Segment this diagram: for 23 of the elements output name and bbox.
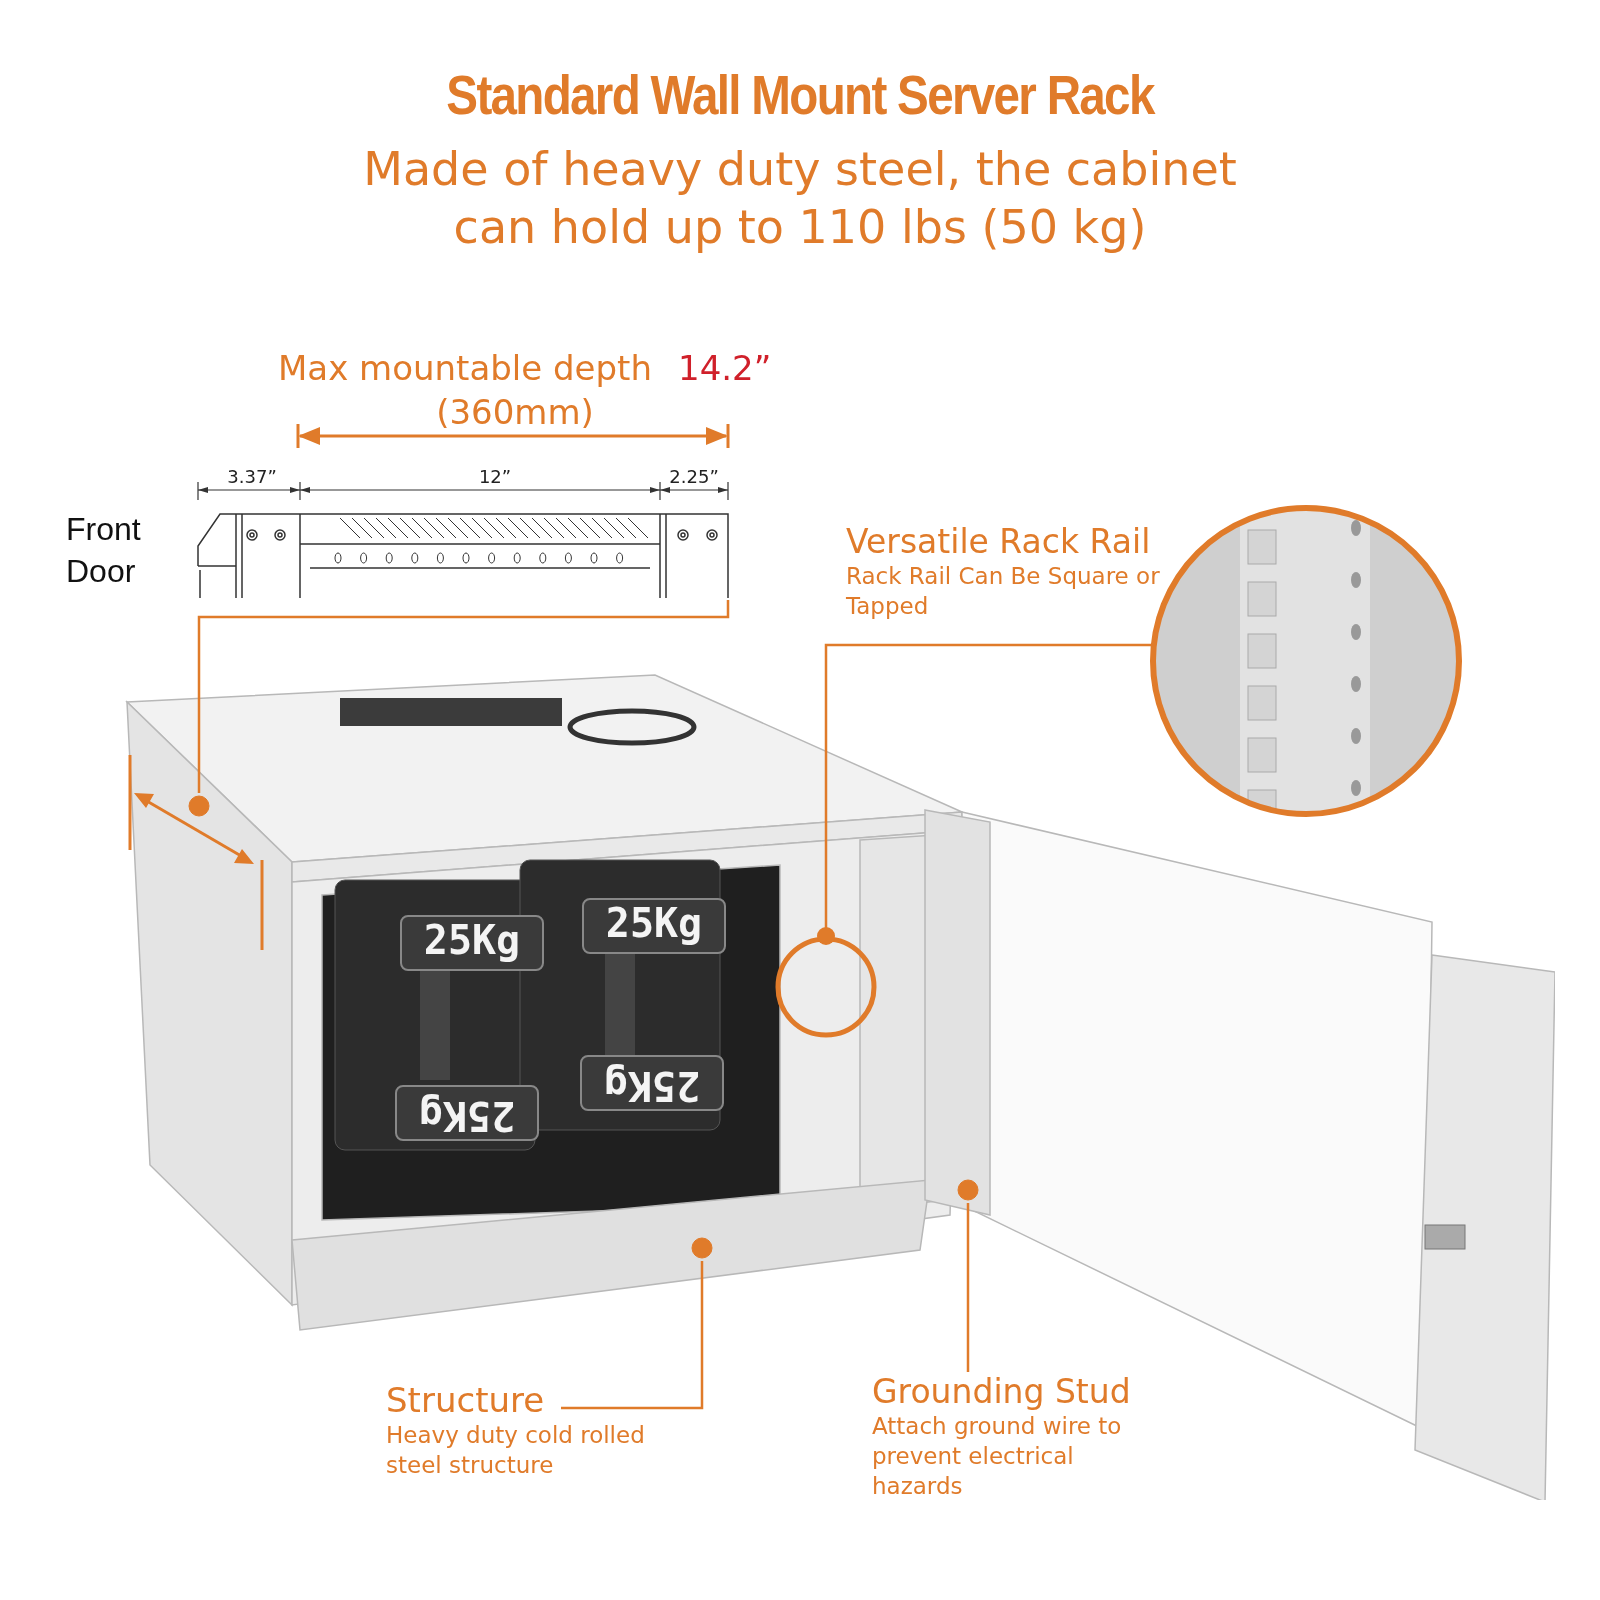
weight-marking: 25Kg: [580, 1055, 724, 1111]
callout-description: Attach ground wire to prevent electrical hazards: [872, 1412, 1123, 1501]
dimension-label: Max mountable depth: [278, 348, 652, 388]
subtitle: Made of heavy duty steel, the cabinet can hold up to 110 lbs (50 kg): [362, 141, 1238, 256]
weight-marking: 25Kg: [395, 1085, 539, 1141]
dimension-label: 12”: [477, 466, 513, 487]
leader-line: [817, 643, 1153, 945]
dimension-label: (360mm): [435, 392, 595, 432]
dimension-label: 3.37”: [226, 466, 278, 487]
leader-line: [197, 600, 730, 793]
leader-line: [966, 1203, 970, 1372]
leader-line: [561, 1261, 704, 1410]
part-label: Front Door: [66, 510, 142, 591]
callout-title: Versatile Rack Rail: [846, 522, 1152, 561]
callout-description: Rack Rail Can Be Square or Tapped: [846, 562, 1161, 621]
dimension-value: 14.2”: [678, 348, 772, 388]
callout-title: Structure: [386, 1380, 545, 1420]
dimension-label: 2.25”: [668, 466, 720, 487]
weight-marking: 25Kg: [400, 915, 544, 971]
weight-marking: 25Kg: [582, 898, 726, 954]
title: Standard Wall Mount Server Rack: [445, 62, 1156, 127]
callout-description: Heavy duty cold rolled steel structure: [386, 1421, 646, 1480]
callout-title: Grounding Stud: [872, 1372, 1132, 1411]
